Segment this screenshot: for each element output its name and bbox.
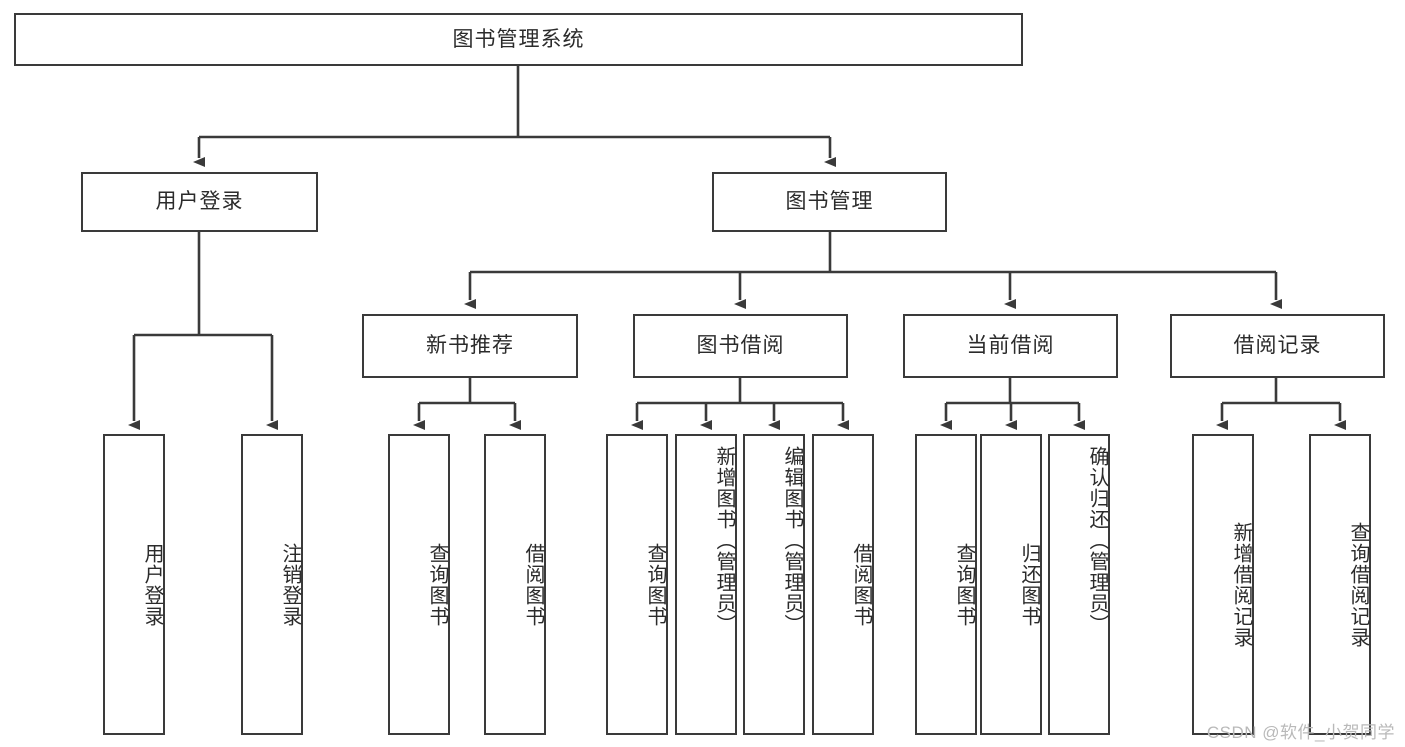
leaf-borrow-book-2[interactable]: 借阅图书 <box>812 434 874 735</box>
node-book-manage[interactable]: 图书管理 <box>712 172 947 232</box>
leaf-query-book-3[interactable]: 查询图书 <box>915 434 977 735</box>
leaf-edit-book-admin[interactable]: 编辑图书（管理员） <box>743 434 805 735</box>
leaf-user-logout[interactable]: 注销登录 <box>241 434 303 735</box>
leaf-user-login[interactable]: 用户登录 <box>103 434 165 735</box>
node-current-borrow[interactable]: 当前借阅 <box>903 314 1118 378</box>
leaf-return-book[interactable]: 归还图书 <box>980 434 1042 735</box>
leaf-query-book-2[interactable]: 查询图书 <box>606 434 668 735</box>
leaf-borrow-book-1[interactable]: 借阅图书 <box>484 434 546 735</box>
leaf-query-book-1[interactable]: 查询图书 <box>388 434 450 735</box>
watermark: CSDN @软件_小贺同学 <box>1206 723 1395 742</box>
leaf-add-borrow-record[interactable]: 新增借阅记录 <box>1192 434 1254 735</box>
leaf-add-book-admin[interactable]: 新增图书（管理员） <box>675 434 737 735</box>
leaf-confirm-return-admin[interactable]: 确认归还（管理员） <box>1048 434 1110 735</box>
node-user-login[interactable]: 用户登录 <box>81 172 318 232</box>
leaf-query-borrow-record[interactable]: 查询借阅记录 <box>1309 434 1371 735</box>
node-new-book-recommend[interactable]: 新书推荐 <box>362 314 578 378</box>
node-root[interactable]: 图书管理系统 <box>14 13 1023 66</box>
node-book-borrow[interactable]: 图书借阅 <box>633 314 848 378</box>
node-borrow-record[interactable]: 借阅记录 <box>1170 314 1385 378</box>
